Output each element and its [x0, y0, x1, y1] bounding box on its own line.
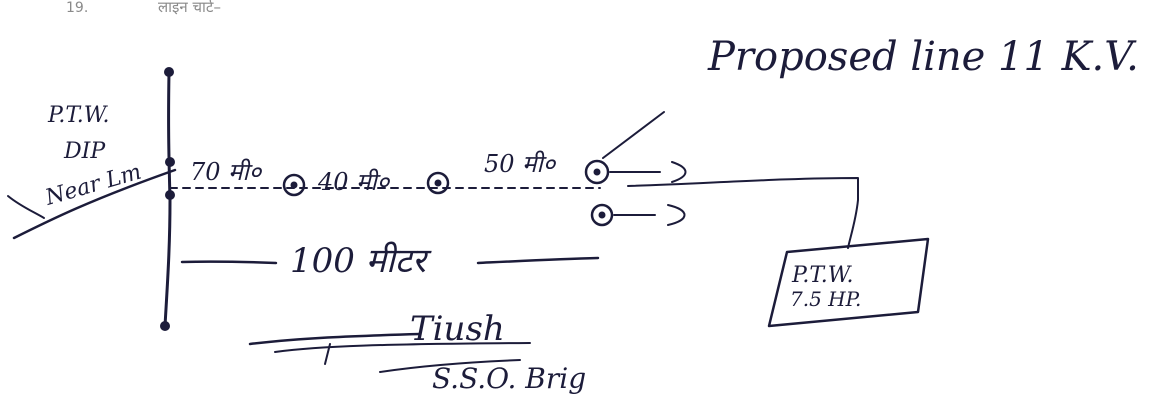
pole-4-outer: [590, 203, 614, 227]
load-rating-label: 7.5 HP.: [790, 287, 861, 311]
header-title: लाइन चार्ट–: [158, 0, 221, 16]
pole-2-inner: [434, 179, 442, 187]
service-line-to-load: [627, 177, 859, 249]
proposed-line-pointer: [602, 111, 665, 159]
pole-3-inner: [593, 168, 601, 176]
source-ptw-label: P.T.W.: [47, 103, 110, 128]
pole-4-inner: [598, 211, 606, 219]
near-line-stroke: [12, 168, 177, 240]
pole-junction-1: [165, 157, 175, 167]
load-box: [767, 237, 930, 328]
span-2-label: 40 मी०: [317, 168, 391, 196]
pole-top: [164, 67, 174, 77]
distance-arrow-left: [180, 260, 278, 265]
header-number: 19.: [66, 0, 88, 16]
pole-1-inner: [290, 181, 298, 189]
signature-tick: [324, 343, 331, 365]
pole-bottom: [160, 321, 170, 331]
span-1-label: 70 मी०: [190, 158, 263, 186]
proposed-line-label: Proposed line 11 K.V.: [707, 34, 1139, 80]
near-line-tail: [7, 195, 45, 219]
pole-3-outer: [584, 159, 610, 185]
signature: Tiush: [410, 309, 505, 349]
designation: S.S.O. Brig: [432, 362, 586, 395]
total-distance-label: 100 मीटर: [290, 241, 432, 281]
pole-junction-2: [165, 190, 175, 200]
pole-2-outer: [426, 171, 450, 195]
pole-4-marker: [613, 204, 686, 226]
signature-underline-3: [379, 359, 521, 373]
source-dp-label: DIP: [63, 139, 106, 164]
signature-underline-1: [248, 332, 422, 346]
signature-underline-2: [274, 342, 531, 353]
pole-3-marker: [609, 161, 687, 183]
pole-1-outer: [282, 173, 306, 197]
span-3-label: 50 मी०: [484, 150, 557, 178]
near-line-label: Near Lm: [42, 160, 144, 211]
distance-arrow-right: [476, 256, 600, 265]
load-ptw-label: P.T.W.: [791, 263, 854, 288]
